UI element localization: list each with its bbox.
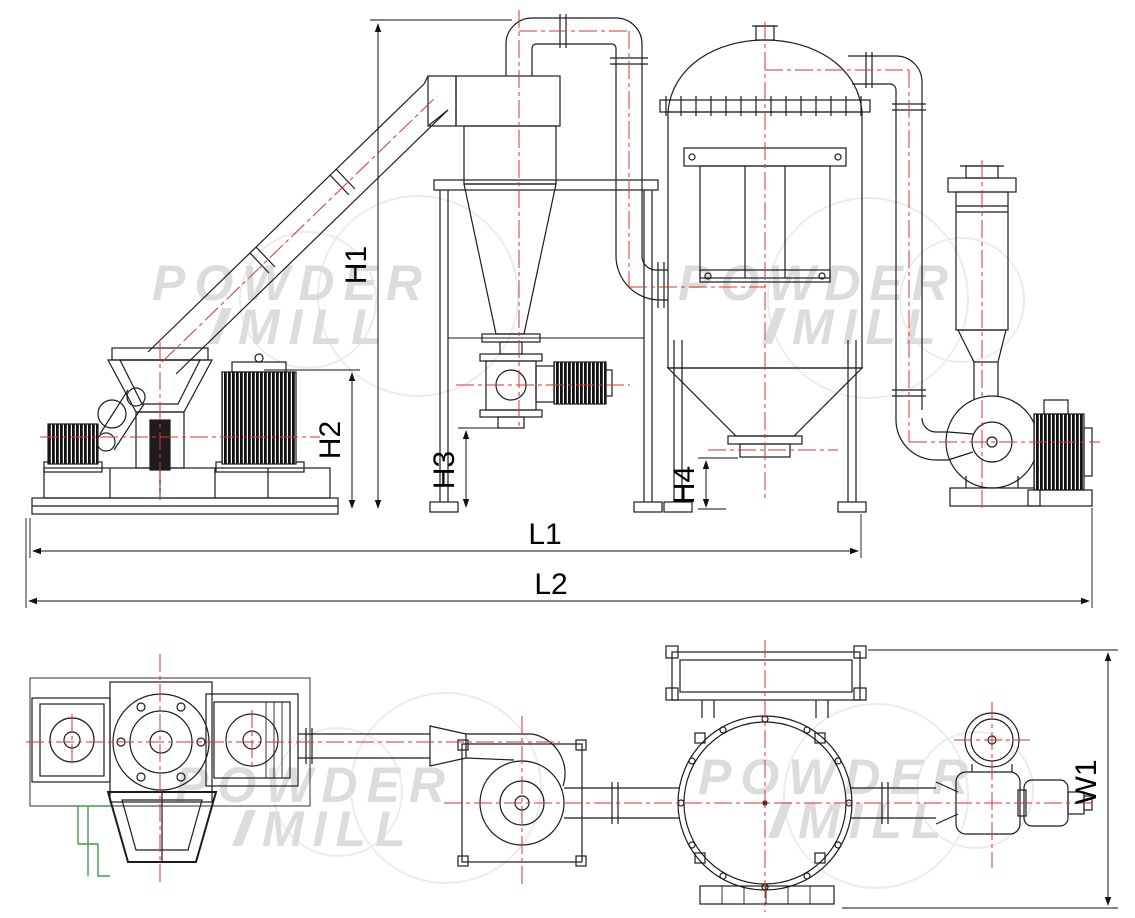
watermark-layer: POWDER MILL POWDER MILL POWDER MILL POWD… bbox=[152, 195, 1034, 889]
feeder-detail-green bbox=[77, 805, 110, 877]
dimension-label-l2: L2 bbox=[534, 568, 567, 601]
duct-mill-to-cyclone-plan bbox=[298, 725, 566, 787]
watermark-logo-mark bbox=[232, 810, 256, 846]
watermark-text-mill: MILL bbox=[238, 299, 391, 355]
centerlines-elevation bbox=[40, 10, 1100, 510]
fan-motor bbox=[1033, 413, 1085, 491]
watermark-logo-mark bbox=[768, 802, 792, 838]
mill-aux-motor bbox=[47, 423, 99, 465]
watermark-circle bbox=[767, 197, 969, 399]
watermark-circle bbox=[916, 731, 1034, 849]
dimensions-elevation: H1 H2 H3 H4 L1 L2 bbox=[25, 19, 1093, 608]
watermark-logo-mark bbox=[762, 308, 786, 344]
plan-view: W1 bbox=[26, 640, 1118, 912]
watermark-logo-mark bbox=[208, 308, 232, 344]
dimension-label-h3: H3 bbox=[428, 451, 461, 489]
dimension-label-h1: H1 bbox=[340, 246, 373, 284]
dimension-label-h2: H2 bbox=[314, 421, 347, 459]
mill-elevation bbox=[31, 347, 339, 515]
mill-main-motor bbox=[221, 371, 297, 465]
watermark-circle bbox=[899, 237, 1025, 363]
watermark-circle bbox=[273, 727, 403, 857]
watermark-text-mill: MILL bbox=[792, 299, 945, 355]
watermark-text-mill: MILL bbox=[798, 793, 951, 849]
watermark-circle bbox=[783, 703, 969, 889]
watermark-text-powder: POWDER bbox=[678, 255, 957, 311]
centerlines-plan bbox=[26, 640, 1094, 912]
watermark-circle bbox=[350, 692, 542, 884]
dimensions-plan: W1 bbox=[842, 649, 1118, 909]
dimension-label-h4: H4 bbox=[668, 466, 701, 504]
elevation-view: H1 H2 H3 H4 L1 L2 bbox=[25, 10, 1100, 608]
dimension-label-l1: L1 bbox=[528, 518, 561, 551]
fan-silencer-elevation bbox=[945, 165, 1093, 507]
dimension-label-w1: W1 bbox=[1070, 760, 1103, 805]
valve-motor bbox=[553, 361, 607, 405]
watermark-text-mill: MILL bbox=[262, 801, 415, 857]
watermark-circle bbox=[317, 195, 519, 397]
cyclone-elevation bbox=[429, 14, 668, 513]
